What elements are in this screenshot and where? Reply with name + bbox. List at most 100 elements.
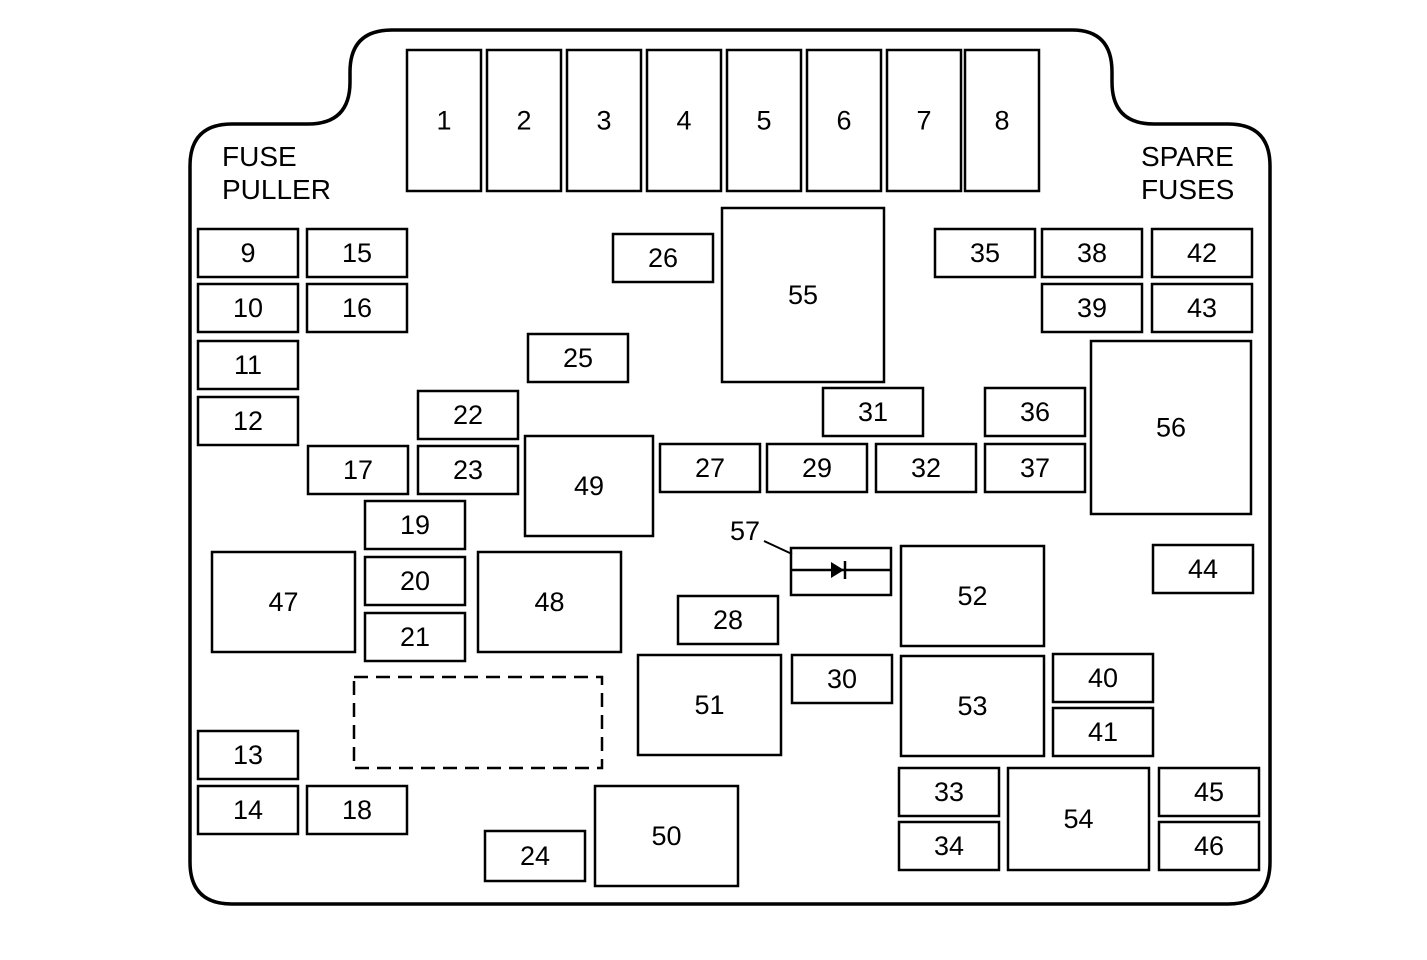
fuse-slot-box [790, 653, 894, 705]
fuse-slot-29: 29 [765, 442, 869, 494]
fuse-slot-box [483, 829, 587, 883]
fuse-slot-label: 37 [1020, 453, 1050, 483]
fuse-slot-label: 39 [1077, 293, 1107, 323]
fuse-slot-box [645, 48, 723, 193]
fuse-slot-label: 42 [1187, 238, 1217, 268]
fuse-slot-label: 34 [934, 831, 964, 861]
fuse-slot-4: 4 [645, 48, 723, 193]
fuse-slot-box [476, 550, 623, 654]
fuse-slot-box [899, 544, 1046, 648]
fuse-slot-17: 17 [306, 444, 410, 496]
fuse-slot-box [1089, 339, 1253, 516]
fuse-slot-box [196, 729, 300, 781]
fuse-slot-label: 30 [827, 664, 857, 694]
fuse-slot-label: 7 [916, 106, 931, 136]
fuse-slot-box [765, 442, 869, 494]
fuse-slot-35: 35 [933, 227, 1037, 279]
fuse-slot-7: 7 [885, 48, 963, 193]
fuse-slot-49: 49 [523, 434, 655, 538]
fuse-slot-box [821, 386, 925, 438]
fuse-slot-label: 38 [1077, 238, 1107, 268]
fuse-slot-40: 40 [1051, 652, 1155, 704]
fuse-slot-box [1157, 820, 1261, 872]
fuse-slot-box [363, 499, 467, 551]
fuse-slot-label: 40 [1088, 663, 1118, 693]
fuse-slot-34: 34 [897, 820, 1001, 872]
fuse-slot-25: 25 [526, 332, 630, 384]
fuse-slot-label: 27 [695, 453, 725, 483]
fuse-slot-2: 2 [485, 48, 563, 193]
fuse-slot-label: 18 [342, 795, 372, 825]
fuse-slot-box [899, 654, 1046, 758]
fuse-slot-box [720, 206, 886, 384]
fuse-slot-27: 27 [658, 442, 762, 494]
fuse-slot-32: 32 [874, 442, 978, 494]
fuse-slot-47: 47 [210, 550, 357, 654]
fuse-slot-box [305, 227, 409, 279]
fuse-slot-label: 36 [1020, 397, 1050, 427]
fuse-slot-10: 10 [196, 282, 300, 334]
fuse-slot-14: 14 [196, 784, 300, 836]
diode-57: 57 [730, 516, 893, 597]
fuse-slot-37: 37 [983, 442, 1087, 494]
fuse-slot-label: 44 [1188, 554, 1218, 584]
fuse-slot-box [983, 442, 1087, 494]
fuse-slot-label: 43 [1187, 293, 1217, 323]
fuse-slot-label: 26 [648, 243, 678, 273]
spare-fuses-label-line2: FUSES [1141, 174, 1234, 205]
fuse-slot-label: 12 [233, 406, 263, 436]
fuse-slot-41: 41 [1051, 706, 1155, 758]
fuse-slot-24: 24 [483, 829, 587, 883]
fuse-slot-box [1157, 766, 1261, 818]
diode-leader-line [763, 540, 793, 555]
fuse-slot-45: 45 [1157, 766, 1261, 818]
fuse-slot-53: 53 [899, 654, 1046, 758]
fuse-slot-box [611, 232, 715, 284]
fuse-slot-43: 43 [1150, 282, 1254, 334]
fuse-slot-box [196, 282, 300, 334]
fuse-slot-box [593, 784, 740, 888]
fuse-slot-box [885, 48, 963, 193]
fuse-slot-label: 50 [651, 821, 681, 851]
fuse-slot-box [1150, 227, 1254, 279]
fuse-slot-box [416, 444, 520, 496]
fuse-slot-label: 2 [516, 106, 531, 136]
fuse-slot-label: 29 [802, 453, 832, 483]
fuse-slot-16: 16 [305, 282, 409, 334]
fuse-slot-box [196, 227, 300, 279]
fuse-slot-box [725, 48, 803, 193]
fuse-slot-label: 55 [788, 280, 818, 310]
fuse-slot-31: 31 [821, 386, 925, 438]
fuse-slot-box [210, 550, 357, 654]
fuse-slot-label: 9 [240, 238, 255, 268]
fuse-slot-51: 51 [636, 653, 783, 757]
fuse-slot-1: 1 [405, 48, 483, 193]
fuse-slot-box [636, 653, 783, 757]
fuse-slot-label: 10 [233, 293, 263, 323]
fuse-slot-13: 13 [196, 729, 300, 781]
fuse-slot-15: 15 [305, 227, 409, 279]
fuse-slot-box [1051, 652, 1155, 704]
fuse-slot-18: 18 [305, 784, 409, 836]
fuse-slot-label: 52 [957, 581, 987, 611]
fuse-slot-12: 12 [196, 395, 300, 447]
fuse-slot-21: 21 [363, 611, 467, 663]
fuse-slot-label: 19 [400, 510, 430, 540]
fuse-slot-23: 23 [416, 444, 520, 496]
fuse-slot-54: 54 [1006, 766, 1151, 872]
fuse-slot-label: 1 [436, 106, 451, 136]
spare-fuses-label-line1: SPARE [1141, 141, 1234, 172]
fuse-slot-label: 6 [836, 106, 851, 136]
fuse-slot-42: 42 [1150, 227, 1254, 279]
fuse-slot-9: 9 [196, 227, 300, 279]
fuse-slot-box [658, 442, 762, 494]
fuse-slot-39: 39 [1040, 282, 1144, 334]
fuse-slot-33: 33 [897, 766, 1001, 818]
fuse-slot-label: 4 [676, 106, 691, 136]
fuse-slot-label: 20 [400, 566, 430, 596]
fuse-slot-label: 11 [234, 350, 262, 380]
fuse-slot-label: 56 [1156, 413, 1186, 443]
fuse-slot-box [196, 395, 300, 447]
fuse-slot-box [196, 784, 300, 836]
